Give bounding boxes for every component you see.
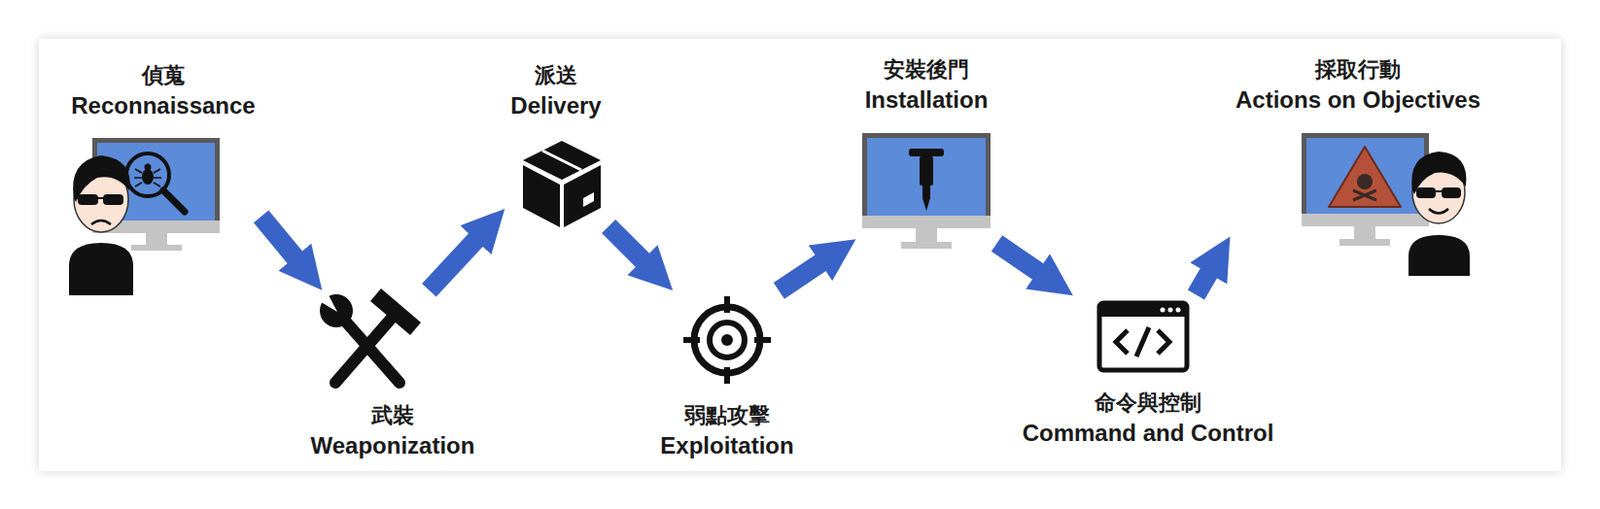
stage-name-zh: 命令與控制 (1022, 387, 1275, 418)
hammer-head (370, 288, 421, 336)
code-slash (1136, 327, 1149, 357)
hacker-mouth (91, 220, 111, 225)
stage-label: 偵蒐Reconnaissance (70, 60, 255, 121)
wrench-handle (343, 318, 400, 383)
window-dot (1168, 308, 1174, 314)
box-tape (542, 150, 582, 171)
target-crosshair (683, 296, 771, 384)
stage-label: 安裝後門Installation (865, 54, 989, 115)
jackhammer-grip (908, 148, 944, 157)
window-bar (1099, 303, 1187, 317)
monitor-frame (862, 133, 991, 229)
jackhammer-bit (922, 198, 931, 211)
window-dot (1160, 308, 1166, 314)
target-center (721, 334, 733, 347)
window-frame (1099, 303, 1187, 371)
monitor-chin (862, 215, 991, 229)
hacker-mouth (1428, 208, 1449, 214)
monitor-icon (92, 138, 220, 251)
box-tag (583, 192, 594, 208)
monitor-base (901, 242, 952, 249)
stage-node: 派送Delivery (506, 56, 607, 234)
stage-name-zh: 安裝後門 (865, 54, 989, 85)
hacker-glasses (1441, 187, 1461, 199)
box-left (522, 165, 560, 228)
monitor-neck (145, 233, 168, 246)
monitor-screen (1306, 138, 1425, 214)
stage-name-en: Exploitation (660, 430, 794, 461)
stage-node: 安裝後門Installation (858, 50, 995, 259)
stage-name-zh: 採取行動 (1235, 54, 1481, 85)
stage-label: 弱點攻擊Exploitation (660, 400, 794, 461)
bug-body (141, 169, 154, 185)
bug-legs (134, 169, 162, 187)
stage-label: 命令與控制Command and Control (1022, 387, 1275, 449)
stage-name-en: Installation (865, 84, 989, 115)
monitor-base (1339, 239, 1391, 246)
stage-name-en: Reconnaissance (70, 90, 255, 121)
flow-arrow (428, 230, 485, 291)
stage-name-zh: 派送 (510, 60, 601, 91)
hacker-glasses (103, 194, 124, 206)
monitor-icon (1301, 133, 1429, 246)
target-icon (683, 296, 771, 384)
stage-name-zh: 武裝 (311, 400, 476, 431)
flow-arrow (996, 243, 1049, 280)
stage-name-en: Actions on Objectives (1235, 84, 1481, 115)
hacker-figure (69, 155, 134, 296)
code-chevron (1115, 330, 1128, 354)
jackhammer-body (919, 156, 934, 186)
code-window-icon (1099, 303, 1187, 371)
stage-name-en: Weaponization (311, 430, 476, 461)
crossbones (1353, 190, 1377, 201)
stage-label: 派送Delivery (510, 60, 601, 121)
monitor-icon (862, 133, 991, 249)
tools-icon (317, 288, 421, 383)
flow-arrow (778, 255, 832, 291)
monitor-screen (867, 138, 986, 216)
hacker-body (69, 243, 134, 296)
monitor-neck (915, 228, 938, 243)
box-right (563, 165, 601, 228)
stage-name-en: Delivery (510, 90, 601, 121)
hacker-body (1408, 235, 1470, 277)
stage-name-zh: 弱點攻擊 (660, 400, 794, 431)
flow-arrow (261, 216, 305, 269)
stage-name-zh: 偵蒐 (70, 60, 255, 91)
skull (1356, 173, 1373, 190)
wrench-notch (317, 291, 338, 313)
stage-label: 武裝Weaponization (311, 400, 476, 461)
monitor-frame (1301, 133, 1429, 227)
monitor-chin (1301, 213, 1429, 227)
stage-node: 武裝Weaponization (307, 292, 480, 465)
monitor-base (131, 244, 182, 251)
hacker-glasses (77, 194, 99, 206)
monitor-neck (1354, 226, 1376, 240)
code-chevron (1157, 330, 1170, 354)
stage-node: 採取行動Actions on Objectives (1231, 50, 1485, 280)
hacker-glasses (1416, 187, 1436, 199)
window-dot (1176, 308, 1182, 314)
stage-name-en: Command and Control (1022, 417, 1275, 449)
target-ring (709, 322, 745, 358)
magnifier-handle (163, 190, 185, 212)
bug-head (144, 164, 152, 172)
stage-node: 命令與控制Command and Control (1018, 297, 1279, 453)
flow-arrow (1196, 261, 1217, 295)
package-icon (522, 140, 601, 228)
stage-node: 偵蒐Reconnaissance (65, 56, 260, 300)
hacker-glasses-bridge (97, 197, 105, 200)
warning-triangle (1328, 146, 1401, 208)
hacker-glasses-bridge (1435, 190, 1442, 193)
stage-node: 弱點攻擊Exploitation (656, 292, 798, 465)
hacker-figure (1408, 151, 1470, 277)
flow-arrow (608, 226, 653, 271)
target-ring (694, 307, 761, 374)
jackhammer-piston (922, 185, 931, 199)
stage-label: 採取行動Actions on Objectives (1235, 54, 1481, 115)
